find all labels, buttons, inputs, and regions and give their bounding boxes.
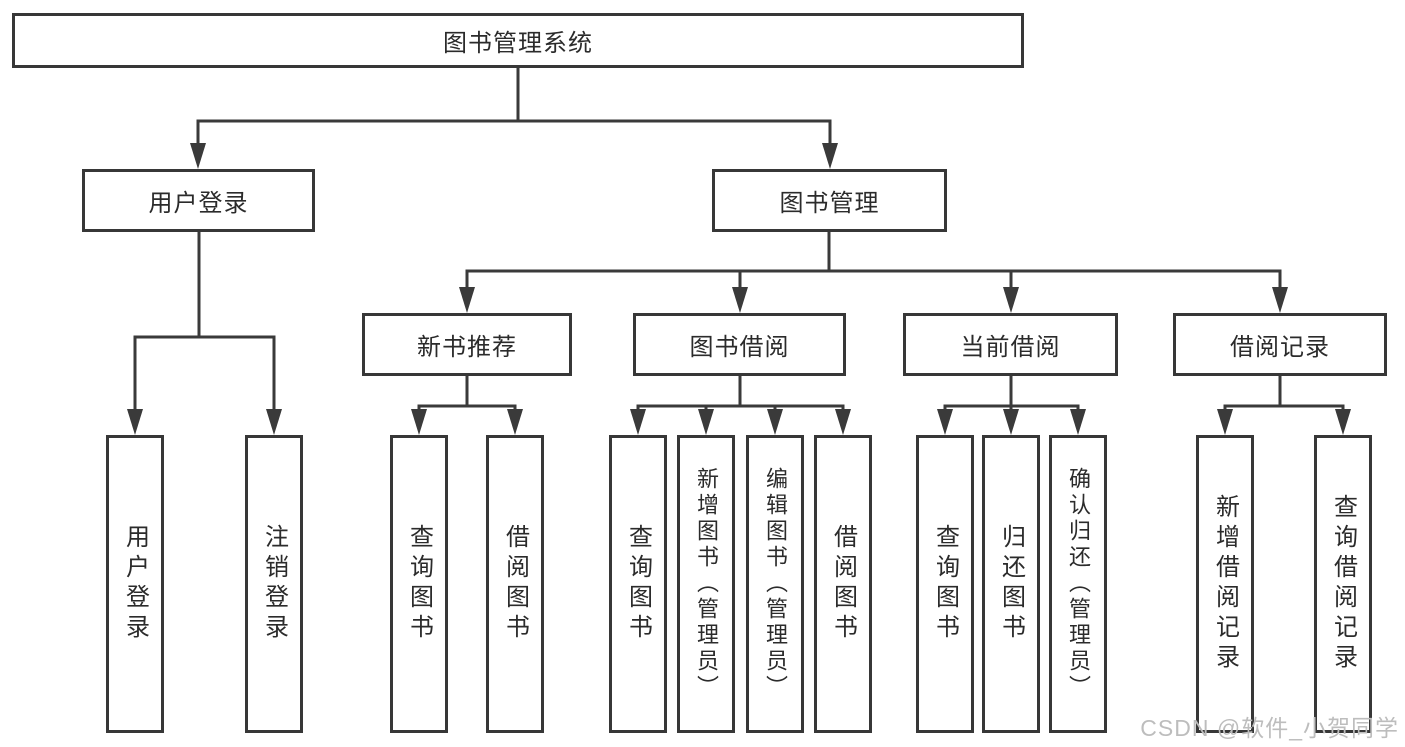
leaf-label: 借阅图书 xyxy=(501,524,529,644)
leaf-label: 查询图书 xyxy=(624,524,652,644)
leaf-confirm-return-admin: 确认归还（管理员） xyxy=(1049,435,1107,733)
leaf-edit-books-admin: 编辑图书（管理员） xyxy=(746,435,804,733)
leaf-label: 注销登录 xyxy=(260,524,288,644)
node-user-login: 用户登录 xyxy=(82,169,315,232)
node-book-borrowing: 图书借阅 xyxy=(633,313,846,376)
node-new-book-recommendation: 新书推荐 xyxy=(362,313,572,376)
watermark: CSDN @软件_小贺同学 xyxy=(1140,715,1399,741)
leaf-label: 编辑图书（管理员） xyxy=(763,467,788,701)
leaf-query-borrow-record: 查询借阅记录 xyxy=(1314,435,1372,733)
node-book-management: 图书管理 xyxy=(712,169,947,232)
node-library-management-system: 图书管理系统 xyxy=(12,13,1024,68)
leaf-label: 新增借阅记录 xyxy=(1211,494,1239,674)
leaf-user-login: 用户登录 xyxy=(106,435,164,733)
leaf-logout: 注销登录 xyxy=(245,435,303,733)
leaf-borrow-books: 借阅图书 xyxy=(814,435,872,733)
leaf-borrow-books-recommend: 借阅图书 xyxy=(486,435,544,733)
leaf-query-books-current: 查询图书 xyxy=(916,435,974,733)
leaf-label: 确认归还（管理员） xyxy=(1066,467,1091,701)
leaf-label: 查询借阅记录 xyxy=(1329,494,1357,674)
leaf-return-books: 归还图书 xyxy=(982,435,1040,733)
leaf-add-borrow-record: 新增借阅记录 xyxy=(1196,435,1254,733)
node-current-borrowing: 当前借阅 xyxy=(903,313,1118,376)
leaf-label: 查询图书 xyxy=(931,524,959,644)
node-borrowing-records: 借阅记录 xyxy=(1173,313,1387,376)
leaf-query-books-borrow: 查询图书 xyxy=(609,435,667,733)
leaf-label: 借阅图书 xyxy=(829,524,857,644)
leaf-label: 用户登录 xyxy=(121,524,149,644)
leaf-add-books-admin: 新增图书（管理员） xyxy=(677,435,735,733)
leaf-query-books-recommend: 查询图书 xyxy=(390,435,448,733)
leaf-label: 查询图书 xyxy=(405,524,433,644)
leaf-label: 归还图书 xyxy=(997,524,1025,644)
leaf-label: 新增图书（管理员） xyxy=(694,467,719,701)
